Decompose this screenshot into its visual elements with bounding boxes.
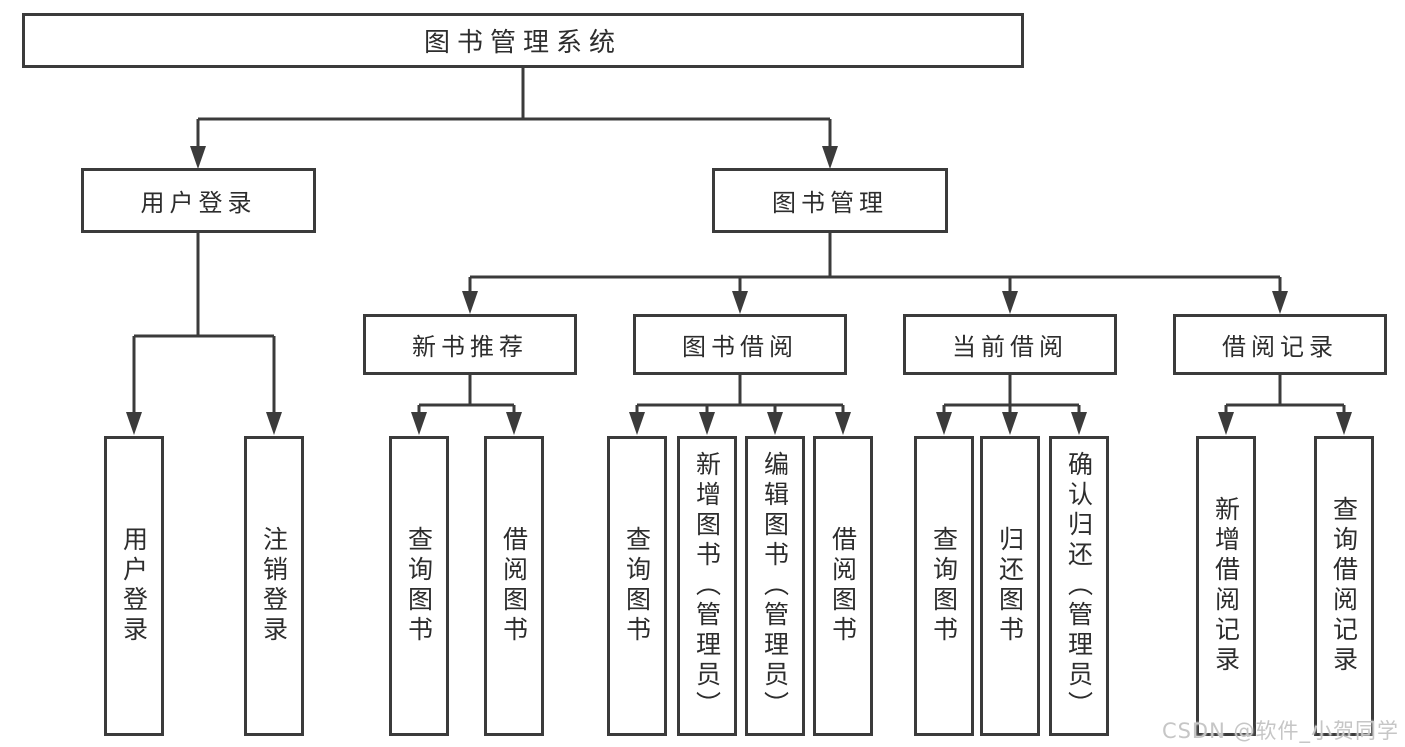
node-label: 图书管理系统: [423, 28, 622, 58]
node-label: 新书推荐: [412, 333, 528, 361]
leaf-records-add-record: 新增借阅记录: [1196, 436, 1256, 736]
leaf-current-return-books: 归还图书: [980, 436, 1040, 736]
arrow-down-icon: [126, 146, 1352, 435]
node-current-borrowing: 当前借阅: [903, 314, 1117, 375]
leaf-records-query-record: 查询借阅记录: [1314, 436, 1374, 736]
csdn-watermark: CSDN @软件_小贺同学: [1161, 719, 1399, 743]
leaf-borrowing-edit-books-admin: 编辑图书（管理员）: [745, 436, 805, 736]
node-borrowing-records: 借阅记录: [1173, 314, 1387, 375]
node-label: 图书借阅: [682, 333, 798, 361]
leaf-label: 查询图书: [622, 526, 652, 646]
leaf-current-query-books: 查询图书: [914, 436, 974, 736]
leaf-label: 查询图书: [404, 526, 434, 646]
connector: [132, 68, 1346, 412]
leaf-label: 查询图书: [929, 526, 959, 646]
node-user-login: 用户登录: [81, 168, 316, 233]
node-book-management: 图书管理: [712, 168, 948, 233]
node-label: 图书管理: [772, 189, 888, 217]
node-new-book-recommend: 新书推荐: [363, 314, 577, 375]
node-label: 当前借阅: [952, 333, 1068, 361]
node-label: 借阅记录: [1222, 333, 1338, 361]
leaf-label: 借阅图书: [828, 526, 858, 646]
leaf-recommend-query-books: 查询图书: [389, 436, 449, 736]
leaf-current-confirm-return-admin: 确认归还（管理员）: [1049, 436, 1109, 736]
leaf-label: 注销登录: [259, 526, 289, 646]
leaf-label: 新增借阅记录: [1211, 496, 1241, 676]
node-book-borrowing: 图书借阅: [633, 314, 847, 375]
leaf-label: 新增图书（管理员）: [692, 451, 722, 721]
leaf-borrowing-query-books: 查询图书: [607, 436, 667, 736]
leaf-label: 编辑图书（管理员）: [760, 451, 790, 721]
leaf-logout: 注销登录: [244, 436, 304, 736]
leaf-user-login: 用户登录: [104, 436, 164, 736]
leaf-label: 查询借阅记录: [1329, 496, 1359, 676]
leaf-recommend-borrow-books: 借阅图书: [484, 436, 544, 736]
leaf-borrowing-add-books-admin: 新增图书（管理员）: [677, 436, 737, 736]
node-library-system: 图书管理系统: [22, 13, 1024, 68]
leaf-borrowing-borrow-books: 借阅图书: [813, 436, 873, 736]
leaf-label: 借阅图书: [499, 526, 529, 646]
node-label: 用户登录: [140, 189, 257, 217]
leaf-label: 确认归还（管理员）: [1064, 451, 1094, 721]
leaf-label: 归还图书: [995, 526, 1025, 646]
leaf-label: 用户登录: [119, 526, 149, 646]
